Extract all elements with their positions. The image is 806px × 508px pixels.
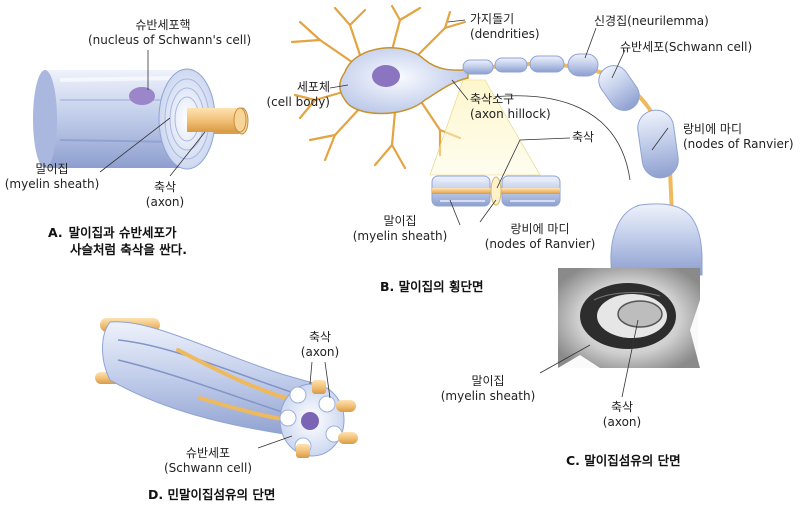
label-cell-body-ko: 세포체	[296, 80, 330, 94]
label-myelin-ko: 말이집	[35, 162, 69, 176]
label-schwann-nucleus-a: 슈반세포핵 (nucleus of Schwann's cell)	[88, 18, 252, 48]
panel-d-unmyelinated-bundle	[95, 318, 358, 458]
label-schwann-cell: 슈반세포(Schwann cell)	[620, 40, 753, 54]
label-axon-hillock: 축삭소구 (axon hillock)	[470, 92, 551, 122]
label-axon-d-en: (axon)	[300, 345, 340, 359]
label-ranvier-ko: 랑비에 마디	[683, 122, 743, 136]
cell-nucleus	[372, 65, 400, 87]
label-ranvier-en: (nodes of Ranvier)	[683, 137, 794, 151]
axon-terminal-large	[610, 203, 703, 276]
panel-c-em-cross-section	[539, 268, 700, 398]
caption-d: D. 민말이집섬유의 단면	[148, 487, 276, 502]
label-axon-d-ko: 축삭	[308, 330, 332, 344]
magnify-beam	[429, 79, 541, 176]
label-schwann-d: 슈반세포 (Schwann cell)	[160, 446, 256, 476]
label-cell-body: 세포체 (cell body)	[264, 80, 330, 110]
caption-c: C. 말이집섬유의 단면	[566, 453, 681, 468]
schwann-nucleus-a	[129, 87, 155, 105]
label-ranvier-inset-en: (nodes of Ranvier)	[484, 237, 596, 251]
label-schwann-d-ko: 슈반세포	[185, 446, 231, 460]
label-myelin-b: 말이집 (myelin sheath)	[352, 214, 448, 244]
label-axon-c: 축삭 (axon)	[592, 400, 652, 430]
label-axon-hillock-ko: 축삭소구	[470, 92, 515, 106]
label-myelin-c-ko: 말이집	[471, 374, 505, 388]
label-ranvier-b: 랑비에 마디 (nodes of Ranvier)	[683, 122, 794, 152]
label-schwann-nucleus-en: (nucleus of Schwann's cell)	[88, 33, 252, 47]
label-myelin-c: 말이집 (myelin sheath)	[440, 374, 536, 404]
label-dendrites: 가지돌기 (dendrities)	[470, 12, 540, 42]
leader-lines-c	[539, 319, 639, 398]
label-axon-b: 축삭	[572, 130, 595, 144]
leader-lines-b	[329, 19, 669, 226]
label-axon-a: 축삭 (axon)	[135, 180, 195, 210]
label-axon-hillock-en: (axon hillock)	[470, 107, 551, 121]
caption-a: A. 말이집과 슈반세포가 사슬처럼 축삭을 싼다.	[48, 224, 187, 258]
bundle-body-d	[102, 321, 321, 441]
label-dendrites-ko: 가지돌기	[470, 12, 515, 26]
leader-lines-d	[257, 361, 331, 449]
label-myelin-c-en: (myelin sheath)	[440, 389, 536, 403]
panel-b-neuron	[290, 4, 703, 276]
node-of-ranvier-inset	[431, 175, 561, 207]
panel-a-myelin-segment	[33, 50, 249, 177]
caption-a-line1: 말이집과 슈반세포가	[68, 225, 177, 240]
axon-endings-d	[296, 380, 358, 458]
label-axon-c-en: (axon)	[602, 415, 642, 429]
dendrites	[290, 4, 467, 170]
myelin-segments-b	[462, 53, 679, 179]
label-cell-body-en: (cell body)	[266, 95, 330, 109]
label-axon-ko: 축삭	[153, 180, 177, 194]
label-axon-en: (axon)	[145, 195, 185, 209]
label-ranvier-inset-ko: 랑비에 마디	[510, 222, 570, 236]
label-axon-d: 축삭 (axon)	[290, 330, 350, 360]
label-myelin-b-en: (myelin sheath)	[352, 229, 448, 243]
label-dendrites-en: (dendrities)	[470, 27, 540, 41]
caption-a-line2: 사슬처럼 축삭을 싼다.	[70, 242, 187, 257]
label-myelin-b-ko: 말이집	[383, 214, 417, 228]
label-axon-c-ko: 축삭	[610, 400, 634, 414]
caption-a-letter: A.	[48, 225, 63, 240]
label-ranvier-inset: 랑비에 마디 (nodes of Ranvier)	[482, 222, 598, 252]
label-myelin-en: (myelin sheath)	[4, 177, 100, 191]
bundle-end-face-d	[279, 383, 345, 457]
axon-protrusion-a	[187, 107, 247, 133]
label-schwann-nucleus-ko: 슈반세포핵	[135, 18, 191, 32]
caption-b: B. 말이집의 횡단면	[380, 279, 484, 294]
label-neurilemma: 신경집(neurilemma)	[594, 14, 709, 28]
cell-body	[339, 47, 469, 115]
label-myelin-a: 말이집 (myelin sheath)	[4, 162, 100, 192]
neurilemma-arc	[469, 95, 631, 181]
label-schwann-d-en: (Schwann cell)	[163, 461, 253, 475]
leader-lines-a	[99, 50, 206, 177]
